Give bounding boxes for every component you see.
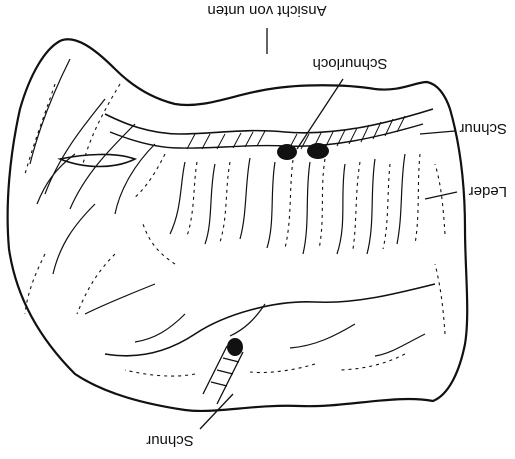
lace-hole-right: [277, 144, 297, 160]
label-lace-top: Schnur: [459, 120, 507, 137]
lace-hole-side: [227, 338, 243, 356]
label-lace-bottom: Schnur: [146, 432, 194, 449]
label-lace-hole: Schnurloch: [312, 55, 387, 72]
rotated-figure: Ansicht von unten Schnurloch Schnur Lede…: [8, 2, 507, 449]
label-leather: Leder: [469, 183, 507, 200]
lace-hole-left: [307, 143, 329, 159]
label-view: Ansicht von unten: [207, 2, 326, 19]
